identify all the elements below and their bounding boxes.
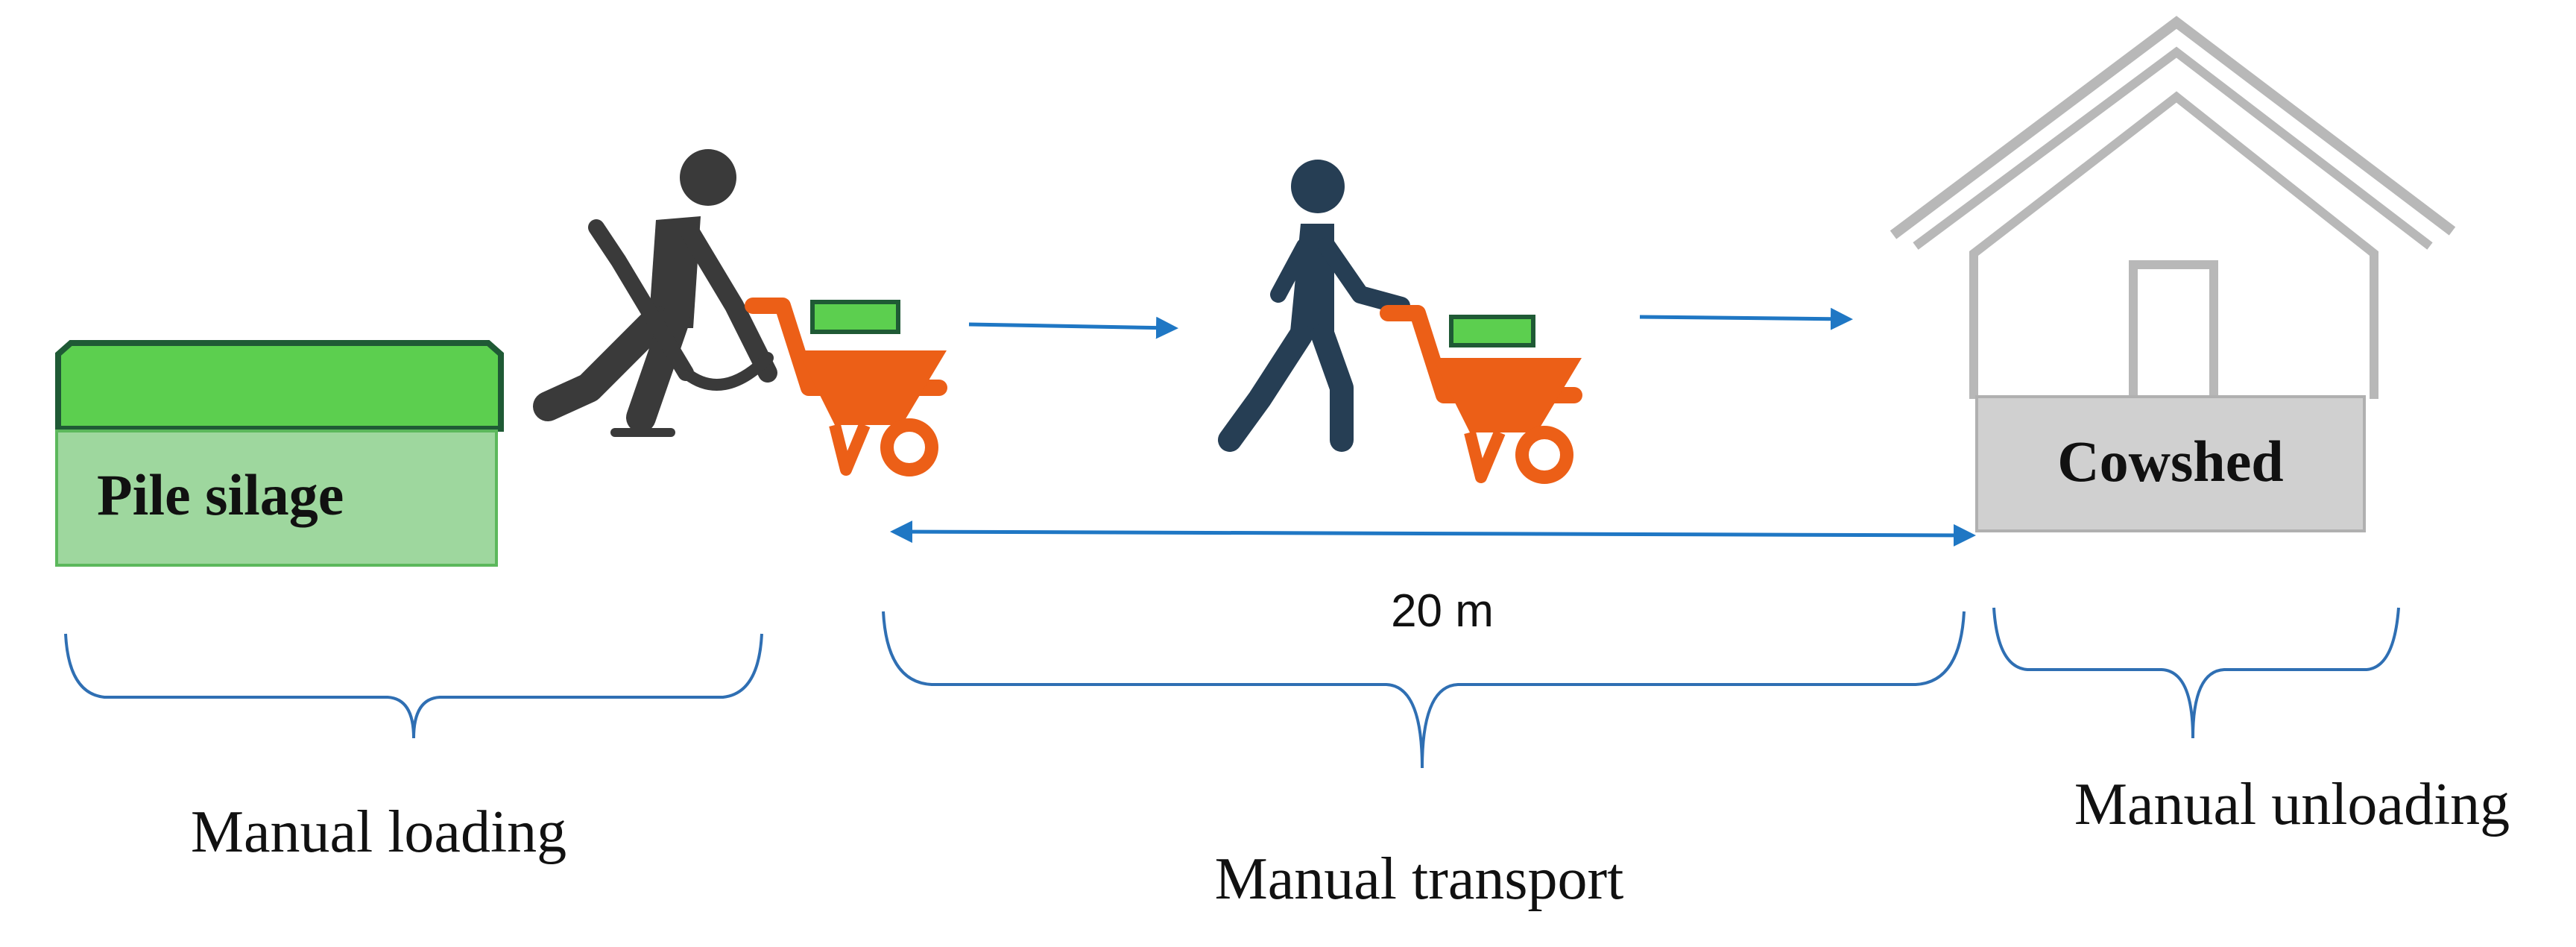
brace-transport	[882, 611, 1966, 769]
distance-label: 20 m	[1391, 585, 1494, 637]
cart-load	[810, 300, 900, 334]
brace-unloading	[1992, 607, 2400, 739]
flow-arrow-2	[1639, 307, 1853, 330]
pile-silage-label: Pile silage	[97, 462, 344, 527]
label-manual-transport: Manual transport	[1215, 846, 1624, 912]
cowshed-house-icon	[1890, 16, 2456, 399]
label-manual-loading: Manual loading	[191, 799, 566, 865]
wheelbarrow-icon	[1388, 313, 1582, 477]
label-manual-unloading: Manual unloading	[2074, 772, 2510, 837]
wheelbarrow-icon	[753, 302, 947, 470]
pile-silage-top	[55, 340, 504, 432]
person-pushing-cart-icon	[1218, 160, 1410, 452]
cowshed-label: Cowshed	[2057, 429, 2283, 494]
pile-silage: Pile silage	[55, 340, 504, 567]
distance-arrow	[890, 520, 1976, 547]
person-shoveling-icon	[533, 149, 777, 437]
pile-silage-body	[55, 430, 498, 567]
cowshed: Cowshed	[1975, 395, 2366, 532]
cowshed-base	[1975, 395, 2366, 532]
brace-loading	[64, 633, 763, 739]
flow-arrow-1	[968, 316, 1178, 339]
cart-load	[1449, 315, 1535, 347]
